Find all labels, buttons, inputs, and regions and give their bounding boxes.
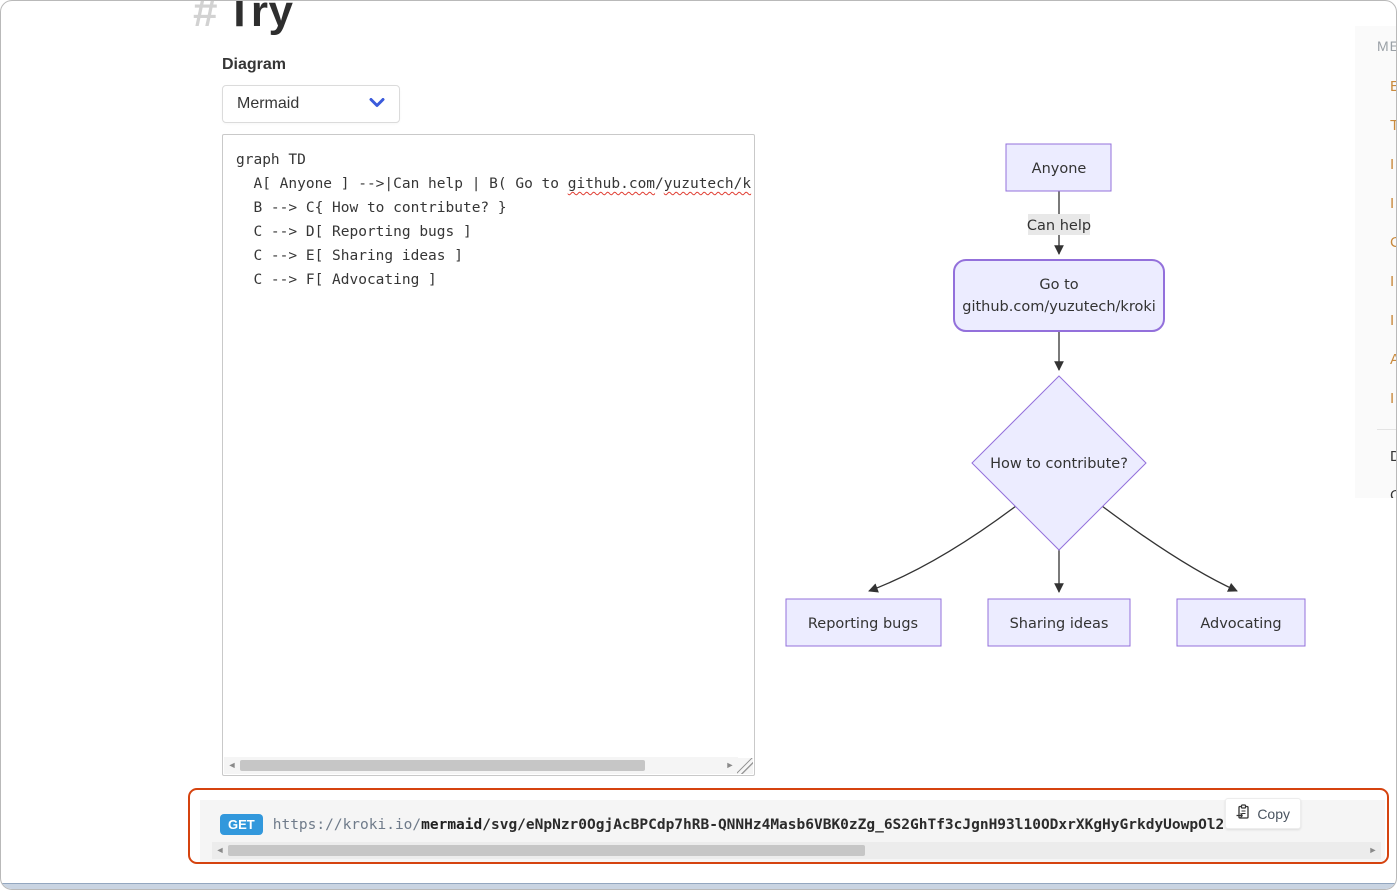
toc-link-fragment[interactable]: C bbox=[1390, 487, 1396, 498]
edge-decision-to-reporting bbox=[868, 505, 1017, 593]
copy-url-button[interactable]: Copy bbox=[1225, 798, 1301, 829]
diagram-source-textarea[interactable]: graph TD A[ Anyone ] -->|Can help | B( G… bbox=[222, 134, 755, 776]
diagram-type-select[interactable]: Mermaid bbox=[222, 85, 400, 123]
scroll-left-arrow-icon[interactable]: ◄ bbox=[227, 760, 237, 770]
textarea-resize-grip[interactable] bbox=[737, 758, 753, 774]
toc-link-fragment[interactable]: I bbox=[1390, 195, 1395, 212]
node-goto-label-line2: github.com/yuzutech/kroki bbox=[962, 299, 1156, 315]
toc-link-fragment[interactable]: I bbox=[1390, 156, 1395, 173]
footer-top-edge bbox=[1, 883, 1396, 889]
page-title-text: Try bbox=[225, 0, 294, 36]
edge-decision-to-advocating bbox=[1101, 505, 1238, 592]
scrollbar-thumb[interactable] bbox=[240, 760, 645, 771]
scrollbar-track[interactable] bbox=[240, 757, 722, 774]
scrollbar-track[interactable] bbox=[228, 842, 1365, 859]
toc-divider bbox=[1377, 429, 1396, 430]
scrollbar-thumb[interactable] bbox=[228, 845, 865, 856]
diagram-source-code: graph TD A[ Anyone ] -->|Can help | B( G… bbox=[236, 152, 752, 288]
toc-link-fragment[interactable]: I bbox=[1390, 273, 1395, 290]
generated-url[interactable]: https://kroki.io/mermaid/svg/eNpNzr0OgjA… bbox=[272, 816, 1225, 833]
diagram-type-selected-value: Mermaid bbox=[237, 95, 300, 112]
node-advocating bbox=[1176, 598, 1306, 647]
misspelled-word: yuzutech/k bbox=[663, 176, 752, 192]
node-sharing bbox=[987, 598, 1131, 647]
toc-link-fragment[interactable]: T bbox=[1390, 117, 1396, 134]
heading-anchor-hash: # bbox=[193, 0, 218, 36]
http-method-badge: GET bbox=[220, 814, 263, 835]
toc-heading: MENU bbox=[1377, 38, 1396, 54]
node-advocating-label: Advocating bbox=[1200, 616, 1281, 632]
node-anyone bbox=[1005, 143, 1112, 192]
node-decision-label: How to contribute? bbox=[990, 456, 1128, 472]
editor-horizontal-scrollbar[interactable]: ◄ ► bbox=[224, 757, 738, 774]
scroll-right-arrow-icon[interactable]: ► bbox=[1368, 845, 1378, 855]
toc-link-fragment[interactable]: D bbox=[1390, 448, 1396, 465]
toc-link-fragment[interactable]: A bbox=[1390, 351, 1396, 368]
copy-button-label: Copy bbox=[1257, 805, 1290, 822]
node-reporting-label: Reporting bugs bbox=[808, 616, 918, 632]
diagram-field-label: Diagram bbox=[222, 56, 287, 73]
url-snippet-background: GET https://kroki.io/mermaid/svg/eNpNzr0… bbox=[200, 800, 1385, 862]
node-goto bbox=[953, 259, 1165, 332]
rendered-mermaid-diagram: Can help Anyone Go to github.com/yuzutec… bbox=[785, 143, 1306, 647]
generated-url-panel: GET https://kroki.io/mermaid/svg/eNpNzr0… bbox=[188, 788, 1389, 864]
toc-link-fragment[interactable]: C bbox=[1390, 234, 1396, 251]
scroll-right-arrow-icon[interactable]: ► bbox=[725, 760, 735, 770]
toc-link-fragment[interactable]: I bbox=[1390, 312, 1395, 329]
toc-link-fragment[interactable]: E bbox=[1390, 78, 1396, 95]
node-goto-label-line1: Go to bbox=[1039, 277, 1078, 293]
node-anyone-label: Anyone bbox=[1032, 161, 1087, 177]
url-horizontal-scrollbar[interactable]: ◄ ► bbox=[212, 842, 1381, 859]
table-of-contents-panel: MENU E T I I C I I A I D C bbox=[1356, 26, 1396, 498]
toc-link-fragment[interactable]: I bbox=[1390, 390, 1395, 407]
chevron-down-icon bbox=[369, 95, 385, 113]
node-sharing-label: Sharing ideas bbox=[1010, 616, 1109, 632]
copy-icon bbox=[1236, 804, 1251, 823]
edge-label-bg bbox=[1028, 214, 1090, 235]
scroll-left-arrow-icon[interactable]: ◄ bbox=[215, 845, 225, 855]
node-reporting bbox=[785, 598, 942, 647]
edge-label: Can help bbox=[1027, 218, 1091, 234]
misspelled-word: github.com bbox=[567, 176, 656, 192]
node-decision bbox=[971, 375, 1147, 551]
page-title: #Try bbox=[193, 0, 294, 37]
